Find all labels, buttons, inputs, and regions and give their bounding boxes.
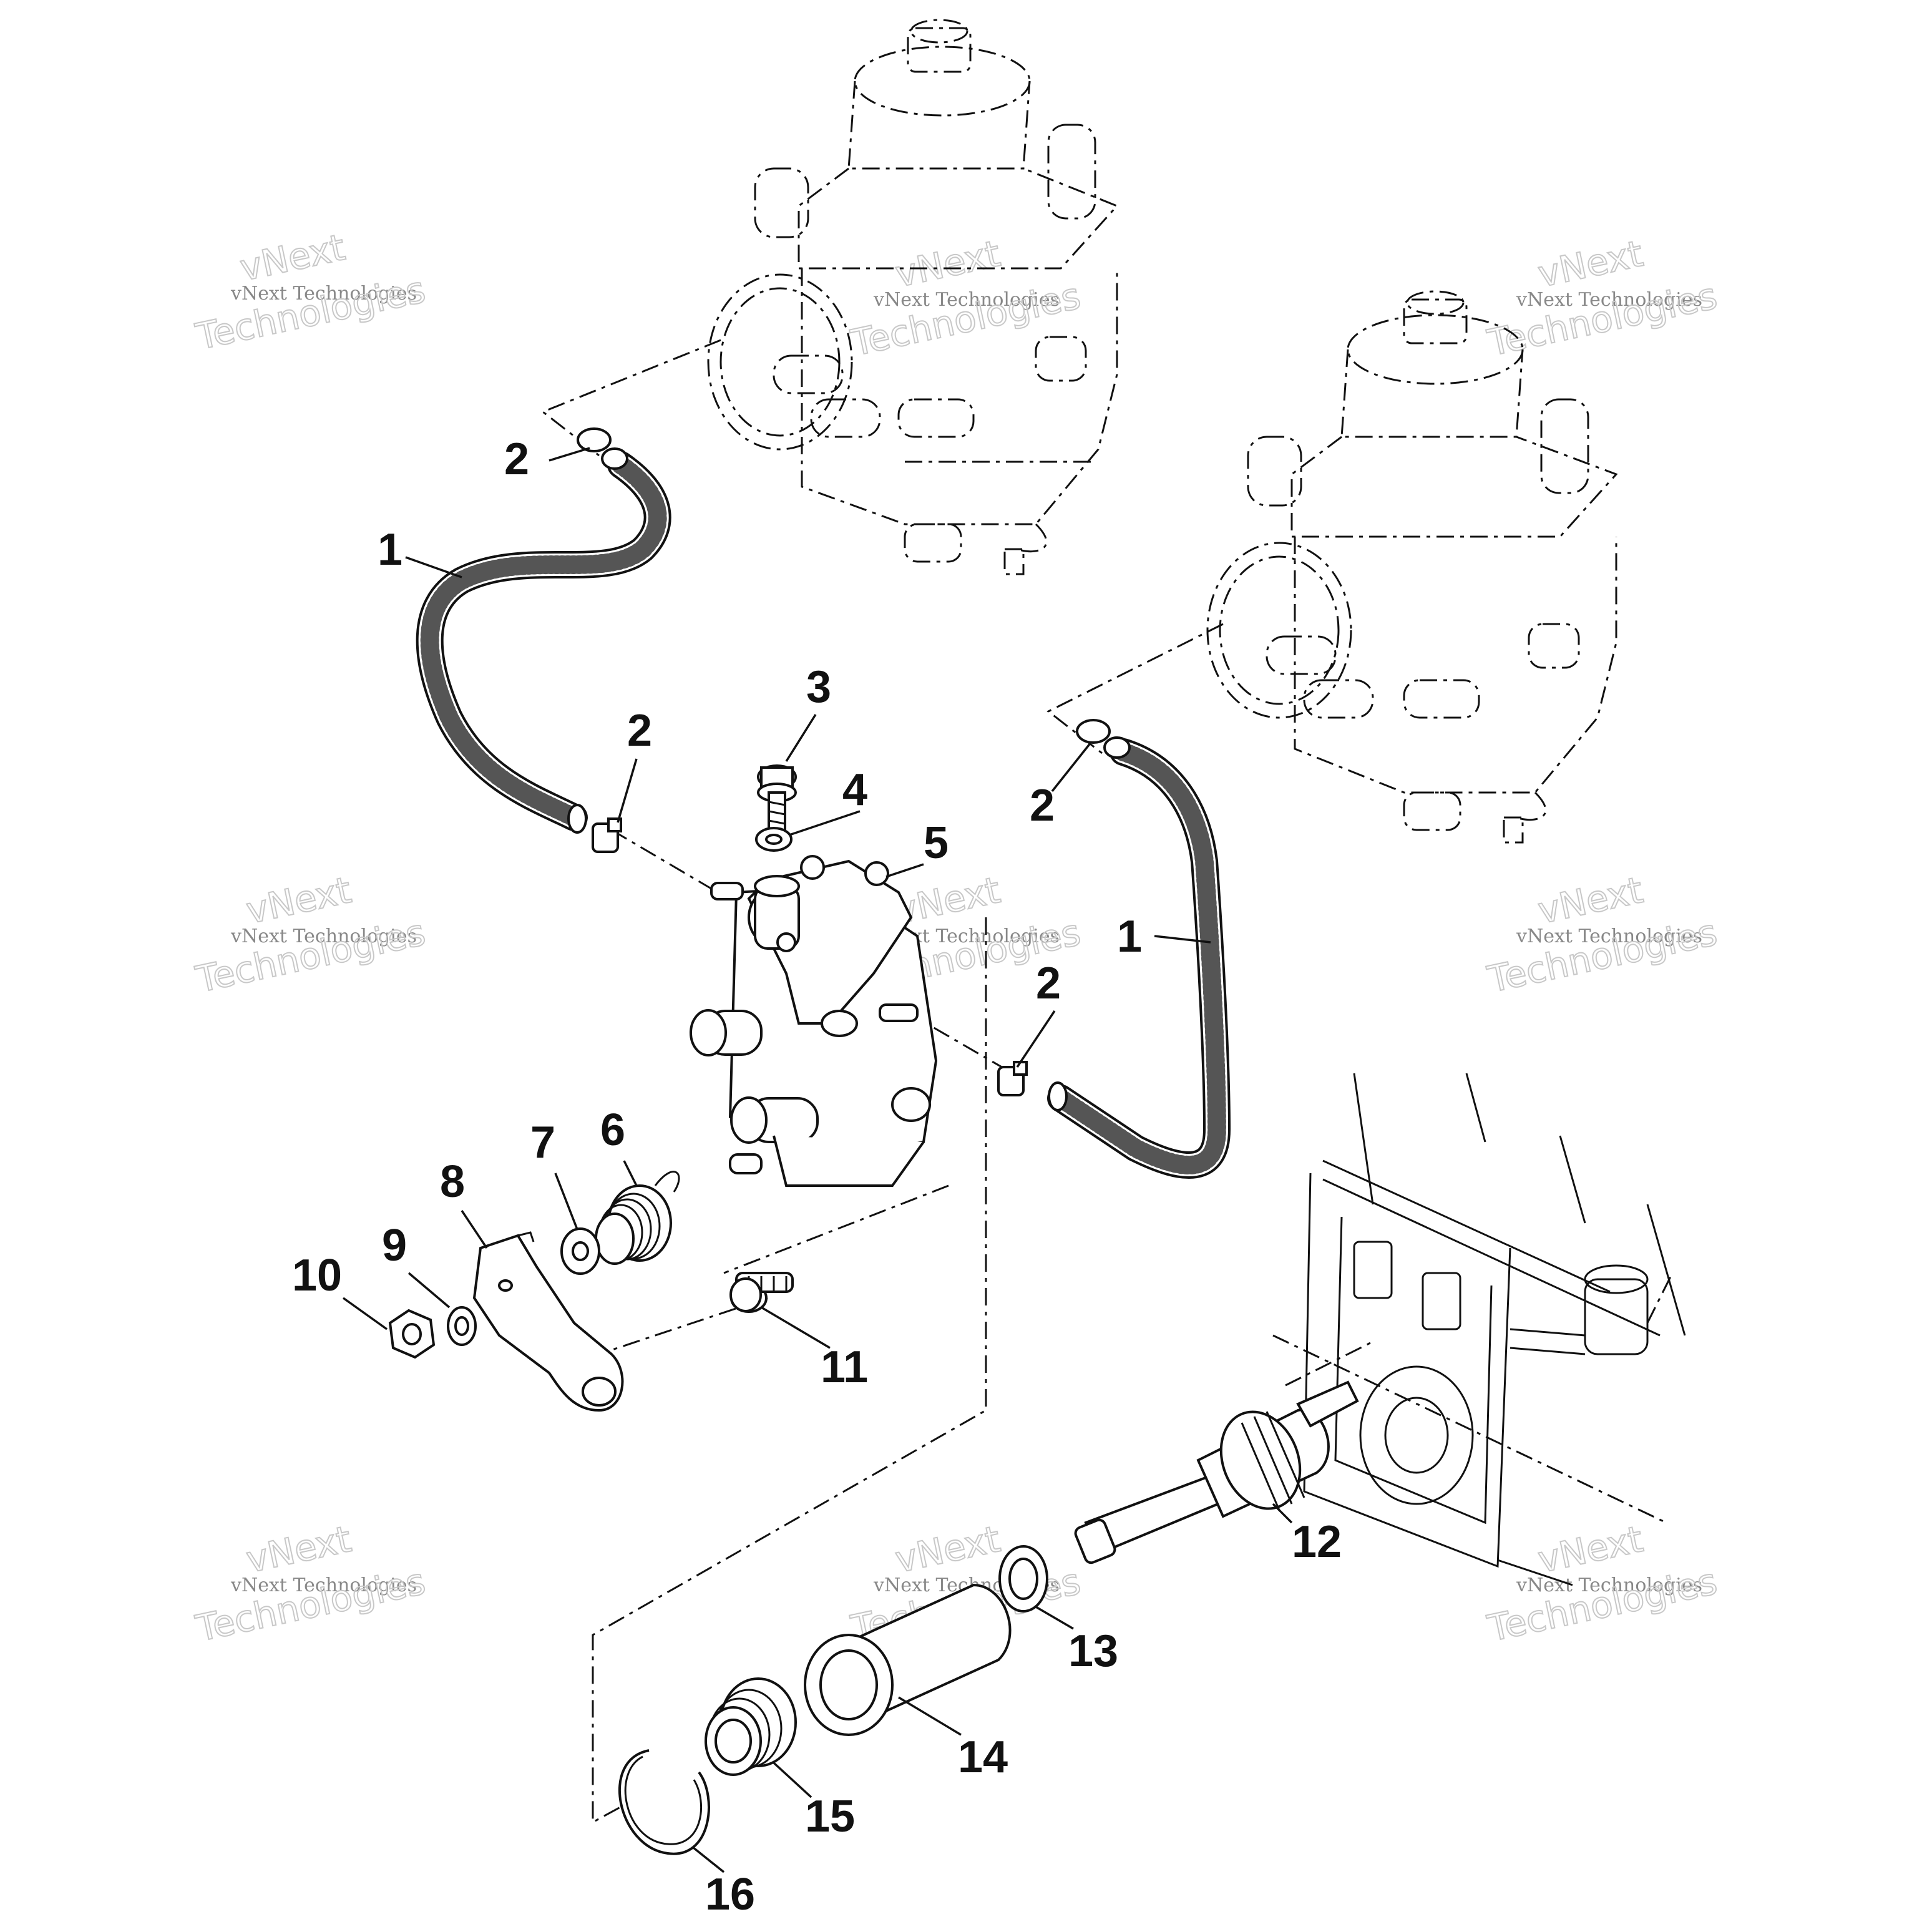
leader-lines	[342, 447, 1293, 1873]
callout-2-mid-right: 2	[1036, 959, 1061, 1008]
callout-16: 16	[705, 1870, 755, 1920]
lock-washer-9	[447, 1306, 477, 1346]
callout-14: 14	[958, 1732, 1008, 1782]
callout-2-mid-left: 2	[627, 706, 652, 756]
callouts: 2 1 2 3 4 5 2 1 2 6 7 8 9 10 11 12 13 14…	[292, 434, 1342, 1920]
watermark-text: vNext Technologies	[1516, 289, 1702, 311]
callout-15: 15	[805, 1792, 855, 1842]
callout-6: 6	[600, 1105, 625, 1155]
nut-10	[388, 1309, 436, 1359]
spring-6	[595, 1171, 680, 1265]
fuel-pump	[690, 855, 938, 1187]
engine-block	[1303, 1073, 1686, 1586]
callout-8: 8	[440, 1157, 465, 1207]
callout-2-top-left: 2	[504, 434, 529, 484]
callout-12: 12	[1292, 1517, 1342, 1567]
lever-8	[472, 1231, 624, 1412]
watermark-top-center: vNext Technologies vNext Technologies	[847, 232, 1085, 365]
callout-7: 7	[530, 1118, 555, 1168]
seal-13	[998, 1545, 1048, 1612]
bolt-3	[757, 764, 797, 831]
watermark-text: vNext Technologies	[1516, 1574, 1702, 1596]
callout-9: 9	[382, 1221, 407, 1271]
gear-shaft-12	[1074, 1380, 1359, 1564]
watermark-text: vNext Technologies	[230, 925, 417, 947]
circlip-16	[618, 1749, 710, 1855]
hose-clamp-mid-left	[592, 817, 622, 853]
watermark-text: vNext Technologies	[230, 283, 417, 305]
callout-1-left: 1	[378, 525, 402, 575]
washer-4	[755, 827, 793, 852]
bushing-14	[804, 1583, 1012, 1736]
watermark-text: vNext Technologies	[1516, 925, 1702, 947]
callout-1-right: 1	[1117, 912, 1142, 962]
hose-clamp-top-left	[577, 427, 628, 470]
carburetor-right	[1206, 290, 1618, 844]
seal-15	[705, 1677, 797, 1776]
hose-clamp-mid-right	[997, 1061, 1028, 1096]
callout-2-top-right: 2	[1030, 781, 1055, 831]
watermark-text: vNext Technologies	[873, 289, 1060, 311]
screw-11	[729, 1272, 794, 1313]
callout-11: 11	[821, 1342, 868, 1392]
callout-10: 10	[292, 1251, 342, 1300]
callout-3: 3	[806, 662, 831, 712]
carburetor-left	[707, 19, 1119, 575]
watermark-text: vNext Technologies	[230, 1574, 417, 1596]
hose-clamp-top-right	[1076, 719, 1131, 759]
callout-4: 4	[842, 765, 867, 815]
washer-7	[560, 1227, 600, 1275]
callout-13: 13	[1068, 1626, 1118, 1676]
fuel-hose-right	[1047, 738, 1231, 1179]
callout-5: 5	[924, 818, 949, 868]
fuel-hose-left	[416, 451, 671, 834]
